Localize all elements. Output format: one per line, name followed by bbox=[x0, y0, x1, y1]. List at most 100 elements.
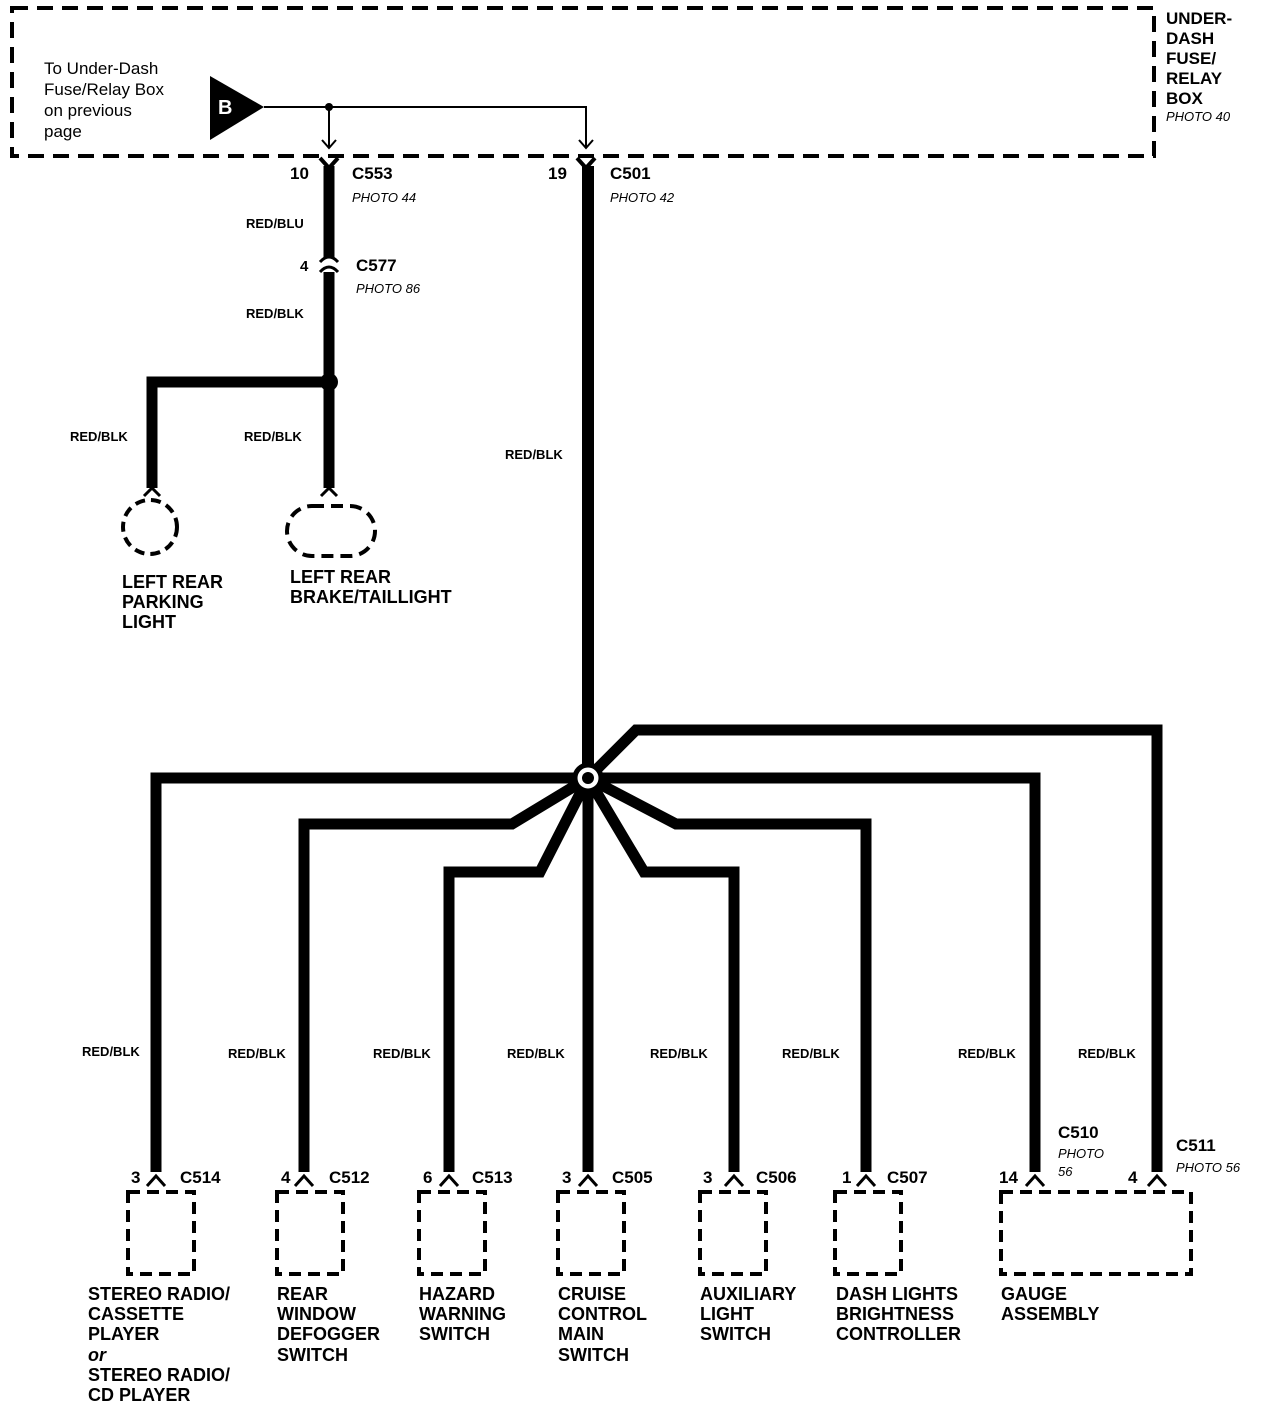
gauge-assembly-label: GAUGE ASSEMBLY bbox=[1001, 1284, 1099, 1324]
c505-pin: 3 bbox=[562, 1168, 571, 1187]
cruise-control-label: CRUISE CONTROL MAIN SWITCH bbox=[558, 1284, 652, 1365]
c511-pin: 4 bbox=[1128, 1168, 1138, 1187]
parking-light-label-line: LIGHT bbox=[122, 612, 176, 632]
auxiliary-light-label-line: LIGHT bbox=[700, 1304, 754, 1324]
dash-lights-label-line: DASH LIGHTS bbox=[836, 1284, 958, 1304]
stereo-radio-label-line: CD PLAYER bbox=[88, 1385, 190, 1405]
wire-color-label: RED/BLK bbox=[505, 447, 563, 462]
auxiliary-light-box bbox=[698, 1190, 768, 1276]
fanout-wire-labels: RED/BLK RED/BLK RED/BLK RED/BLK RED/BLK … bbox=[82, 1044, 1136, 1061]
rear-window-defogger-label: REAR WINDOW DEFOGGER SWITCH bbox=[277, 1284, 385, 1365]
c577-photo: PHOTO 86 bbox=[356, 281, 421, 296]
stereo-radio-label-line: PLAYER bbox=[88, 1324, 159, 1344]
rear-window-defogger-label-line: SWITCH bbox=[277, 1345, 348, 1365]
connector-b-letter: B bbox=[218, 97, 232, 119]
stereo-radio-label-line: CASSETTE bbox=[88, 1304, 184, 1324]
c505-name: C505 bbox=[612, 1168, 653, 1187]
brake-light-label: LEFT REAR BRAKE/TAILLIGHT bbox=[290, 567, 452, 607]
c577-pin: 4 bbox=[300, 258, 309, 275]
left-branch-wires bbox=[146, 166, 335, 488]
dash-lights-box bbox=[833, 1190, 903, 1276]
rear-window-defogger-box bbox=[275, 1190, 345, 1276]
gauge-assembly-box bbox=[999, 1190, 1193, 1276]
fanout-wires bbox=[150, 724, 1163, 1172]
wire-color-label: RED/BLK bbox=[228, 1046, 286, 1061]
cruise-control-box bbox=[556, 1190, 626, 1276]
brake-light-label-line: BRAKE/TAILLIGHT bbox=[290, 587, 452, 607]
parking-light-bulb bbox=[121, 498, 179, 556]
stereo-radio-label: STEREO RADIO/ CASSETTE PLAYER or STEREO … bbox=[88, 1284, 235, 1405]
fuse-box-note-line: Fuse/Relay Box bbox=[44, 80, 164, 99]
c514-name: C514 bbox=[180, 1168, 221, 1187]
hazard-switch-label-line: SWITCH bbox=[419, 1324, 490, 1344]
rear-window-defogger-label-line: REAR bbox=[277, 1284, 328, 1304]
stereo-radio-box bbox=[126, 1190, 196, 1276]
c577-name: C577 bbox=[356, 256, 397, 275]
c510-photo: PHOTO 56 bbox=[1058, 1146, 1108, 1179]
c510-photo-line: 56 bbox=[1058, 1164, 1073, 1179]
c577-connector bbox=[318, 255, 340, 274]
cruise-control-label-line: CRUISE bbox=[558, 1284, 626, 1304]
brake-light-bulb bbox=[285, 504, 377, 558]
wire-color-label: RED/BLK bbox=[246, 306, 304, 321]
rear-window-defogger-label-line: WINDOW bbox=[277, 1304, 356, 1324]
c506-pin: 3 bbox=[703, 1168, 712, 1187]
rear-window-defogger-label-line: DEFOGGER bbox=[277, 1324, 380, 1344]
fuse-box-note-line: To Under-Dash bbox=[44, 59, 158, 78]
fuse-box-note-line: page bbox=[44, 122, 82, 141]
fuse-box-title-line: RELAY bbox=[1166, 69, 1223, 88]
auxiliary-light-label: AUXILIARY LIGHT SWITCH bbox=[700, 1284, 801, 1344]
c510-photo-line: PHOTO bbox=[1058, 1146, 1104, 1161]
c510-name: C510 bbox=[1058, 1123, 1099, 1142]
wire-color-label: RED/BLK bbox=[244, 429, 302, 444]
splice-left bbox=[320, 373, 338, 391]
component-boxes bbox=[126, 1190, 1193, 1276]
parking-light-label-line: LEFT REAR bbox=[122, 572, 223, 592]
fuse-box-border bbox=[10, 6, 1156, 158]
stereo-radio-label-line: or bbox=[88, 1345, 107, 1365]
cruise-control-label-line: CONTROL bbox=[558, 1304, 647, 1324]
stereo-radio-label-line: STEREO RADIO/ bbox=[88, 1284, 230, 1304]
fuse-box-title-line: DASH bbox=[1166, 29, 1214, 48]
fuse-box-note-line: on previous bbox=[44, 101, 132, 120]
wire-color-label: RED/BLU bbox=[246, 216, 304, 231]
c510-pin: 14 bbox=[999, 1168, 1018, 1187]
gauge-assembly-label-line: GAUGE bbox=[1001, 1284, 1067, 1304]
internal-wiring bbox=[264, 106, 587, 148]
hazard-switch-label-line: WARNING bbox=[419, 1304, 506, 1324]
internal-arrowheads bbox=[321, 139, 594, 150]
component-name-labels: STEREO RADIO/ CASSETTE PLAYER or STEREO … bbox=[88, 1284, 1099, 1405]
auxiliary-light-label-line: SWITCH bbox=[700, 1324, 771, 1344]
wire-color-label: RED/BLK bbox=[958, 1046, 1016, 1061]
light-terminals bbox=[142, 485, 339, 498]
wire-color-label: RED/BLK bbox=[70, 429, 128, 444]
splice-internal bbox=[325, 103, 333, 111]
dash-lights-label: DASH LIGHTS BRIGHTNESS CONTROLLER bbox=[836, 1284, 963, 1344]
cruise-control-label-line: MAIN bbox=[558, 1324, 604, 1344]
c511-name: C511 bbox=[1176, 1136, 1216, 1155]
hazard-switch-label: HAZARD WARNING SWITCH bbox=[419, 1284, 511, 1344]
c506-name: C506 bbox=[756, 1168, 797, 1187]
c501-photo: PHOTO 42 bbox=[610, 190, 675, 205]
c511-photo: PHOTO 56 bbox=[1176, 1160, 1241, 1175]
c513-pin: 6 bbox=[423, 1168, 432, 1187]
fuse-box-photo: PHOTO 40 bbox=[1166, 109, 1231, 124]
c507-pin: 1 bbox=[842, 1168, 851, 1187]
fuse-box-title-line: BOX bbox=[1166, 89, 1204, 108]
c553-connector bbox=[318, 156, 340, 171]
dash-lights-label-line: BRIGHTNESS bbox=[836, 1304, 954, 1324]
parking-light-label: LEFT REAR PARKING LIGHT bbox=[122, 572, 228, 632]
auxiliary-light-label-line: AUXILIARY bbox=[700, 1284, 796, 1304]
brake-light-label-line: LEFT REAR bbox=[290, 567, 391, 587]
stereo-radio-label-line: STEREO RADIO/ bbox=[88, 1365, 230, 1385]
parking-light-label-line: PARKING bbox=[122, 592, 204, 612]
gauge-assembly-label-line: ASSEMBLY bbox=[1001, 1304, 1099, 1324]
c512-pin: 4 bbox=[281, 1168, 291, 1187]
wire-color-label: RED/BLK bbox=[1078, 1046, 1136, 1061]
wire-color-label: RED/BLK bbox=[650, 1046, 708, 1061]
wire-color-label: RED/BLK bbox=[782, 1046, 840, 1061]
c553-pin: 10 bbox=[290, 164, 309, 183]
c512-name: C512 bbox=[329, 1168, 370, 1187]
